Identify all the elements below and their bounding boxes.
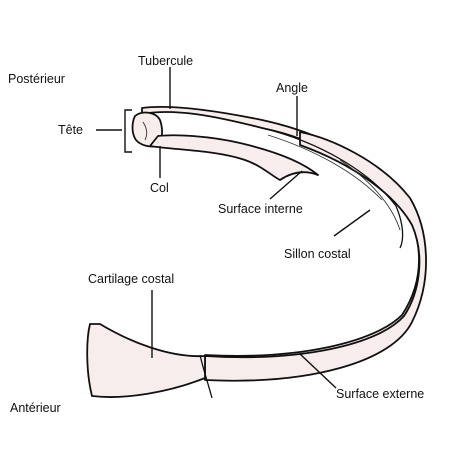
label-posterior: Postérieur [8,72,65,86]
rib-external-surface [204,131,427,382]
label-costal-cartilage: Cartilage costal [88,272,174,286]
external-surface-leader [299,353,337,389]
label-internal-surface: Surface interne [218,202,303,216]
shaft-inner-edge [395,205,404,249]
costal-cartilage-shape [86,323,206,398]
cartilage-junction [199,354,213,399]
label-angle: Angle [276,81,308,95]
head-facet [142,121,148,141]
shaft-crease [339,159,401,231]
labels: Postérieur Antérieur Tubercule Tête Col … [8,54,424,415]
costal-groove-line [261,127,397,207]
label-tubercle: Tubercule [138,54,193,68]
label-external-surface: Surface externe [336,387,424,401]
costal-groove-leader [333,209,371,237]
rib-neck [149,134,319,181]
internal-surface-line [267,134,383,201]
head-bracket [124,109,132,153]
rib-shape [86,105,427,399]
leader-lines [96,67,371,389]
label-costal-groove: Sillon costal [284,247,351,261]
internal-surface-leader [269,170,303,200]
label-head: Tête [58,123,83,137]
label-anterior: Antérieur [10,401,61,415]
label-neck: Col [150,181,169,195]
